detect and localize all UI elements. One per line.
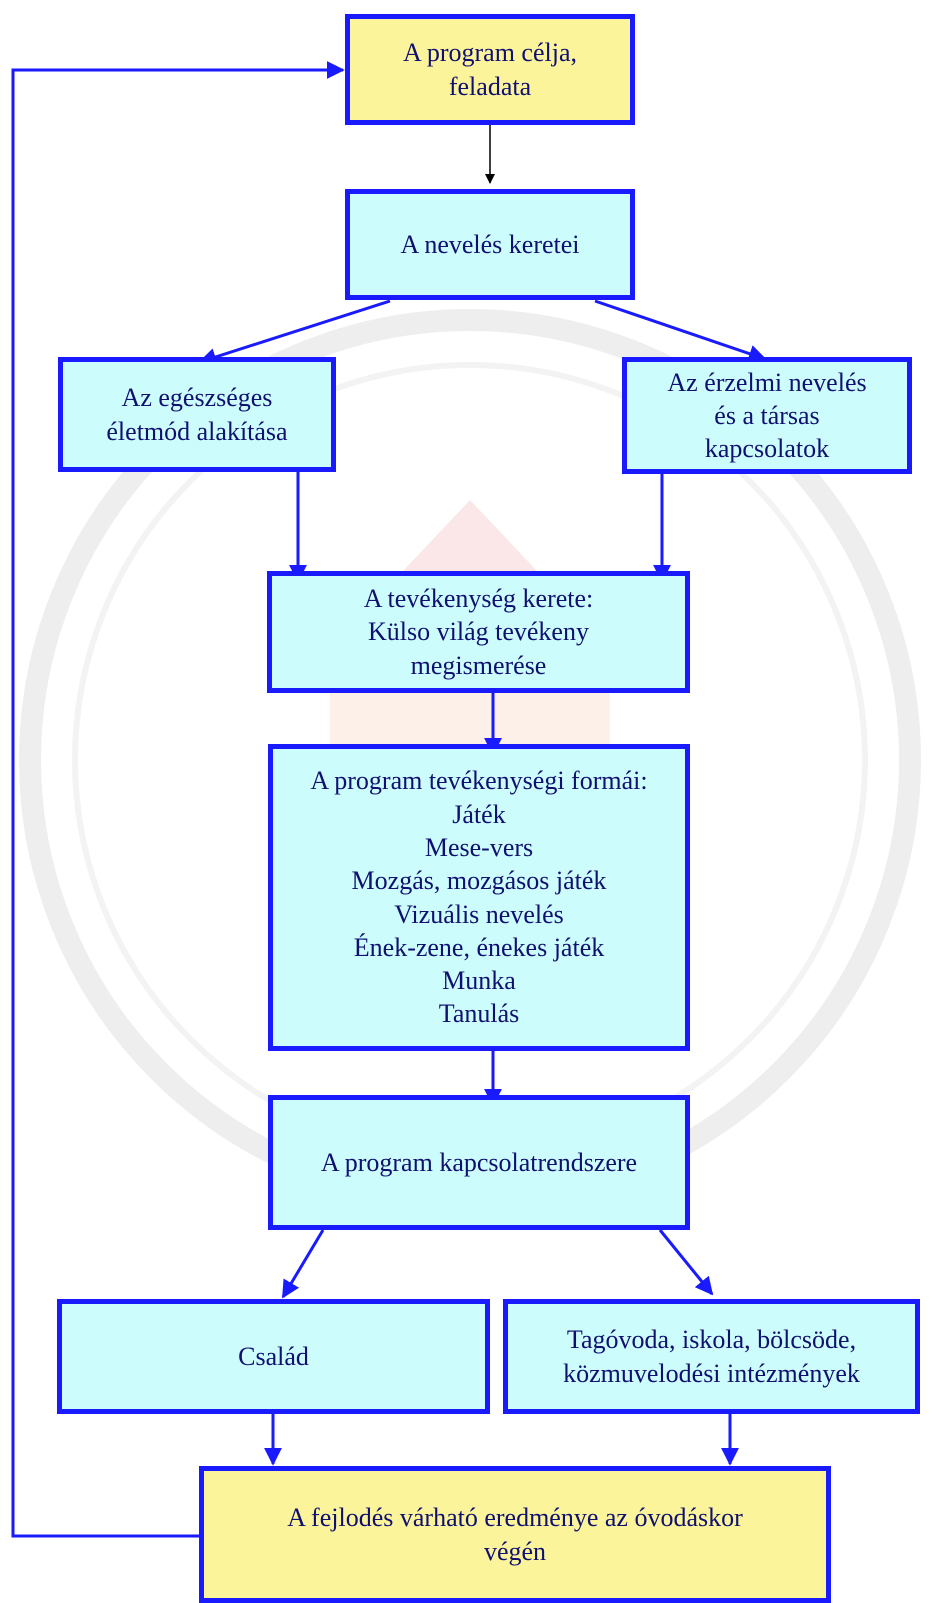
node-institutions-label: Tagóvoda, iskola, bölcsöde, közmuvelodés… <box>563 1325 860 1388</box>
node-emotional-education: Az érzelmi nevelés és a társas kapcsolat… <box>622 357 912 474</box>
node-program-relations: A program kapcsolatrendszere <box>268 1095 690 1230</box>
node-program-goal: A program célja, feladata <box>345 14 635 125</box>
arrow-frames-to-emotional <box>594 299 767 363</box>
node-expected-result: A fejlodés várható eredménye az óvodásko… <box>199 1466 831 1603</box>
node-program-relations-label: A program kapcsolatrendszere <box>320 1147 638 1177</box>
node-activity-forms-label: A program tevékenységi formái: Játék Mes… <box>310 766 648 1029</box>
node-activity-forms: A program tevékenységi formái: Játék Mes… <box>268 744 690 1051</box>
node-education-frames-label: A nevelés keretei <box>400 229 580 259</box>
node-family: Család <box>57 1299 490 1414</box>
arrow-relations-to-institutions <box>658 1229 714 1296</box>
node-expected-result-label: A fejlodés várható eredménye az óvodásko… <box>287 1503 743 1566</box>
node-education-frames: A nevelés keretei <box>345 189 635 300</box>
arrow-feedback-result-to-goal <box>11 61 345 1538</box>
node-activity-frame-label: A tevékenység kerete: Külso világ tevéke… <box>363 584 594 680</box>
node-activity-frame: A tevékenység kerete: Külso világ tevéke… <box>267 571 690 693</box>
node-healthy-lifestyle-label: Az egészséges életmód alakítása <box>106 383 288 446</box>
node-healthy-lifestyle: Az egészséges életmód alakítása <box>58 357 336 472</box>
node-program-goal-label: A program célja, feladata <box>403 38 577 101</box>
node-family-label: Család <box>238 1341 309 1371</box>
node-institutions: Tagóvoda, iskola, bölcsöde, közmuvelodés… <box>503 1299 920 1414</box>
node-emotional-education-label: Az érzelmi nevelés és a társas kapcsolat… <box>667 367 867 464</box>
arrow-relations-to-family <box>281 1229 325 1299</box>
arrow-frames-to-healthy <box>198 299 391 366</box>
